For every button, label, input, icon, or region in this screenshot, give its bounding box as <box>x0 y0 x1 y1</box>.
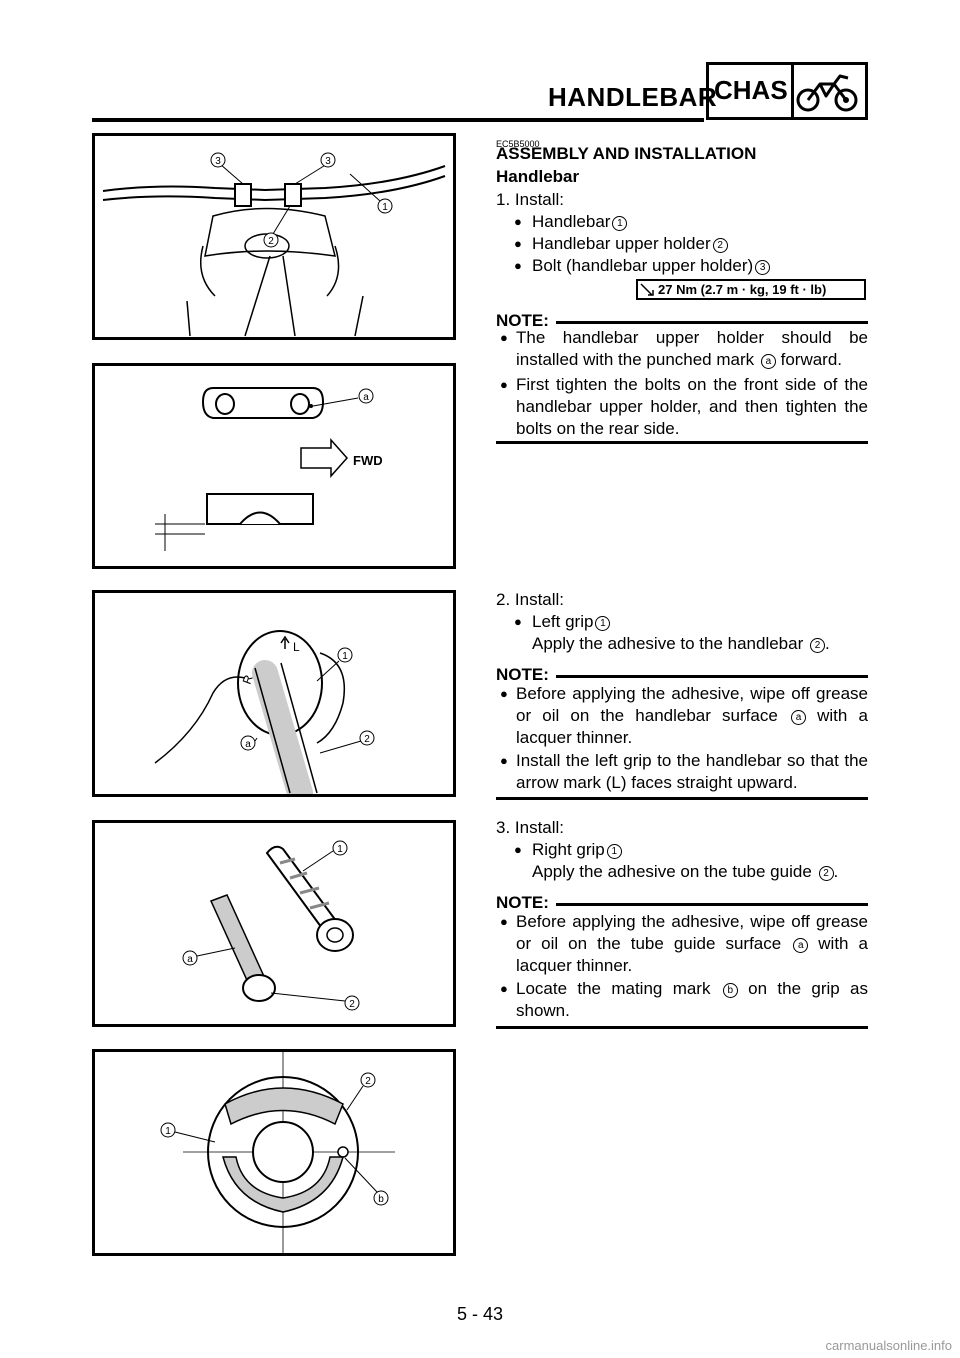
note2-item-1: ●Before applying the adhesive, wipe off … <box>500 684 868 747</box>
note-end-rule <box>496 797 868 800</box>
callout-3-left: 3 <box>215 156 221 167</box>
note-rule <box>556 903 868 906</box>
note3-item-1: ●Before applying the adhesive, wipe off … <box>500 912 868 975</box>
fwd-label: FWD <box>353 453 383 468</box>
note1-item-1: ●The handlebar upper holder should be in… <box>500 328 868 369</box>
grip-mark-L: L <box>293 640 300 654</box>
figure-handlebar: 3 3 1 2 <box>92 133 456 340</box>
note2-item-2: ●Install the left grip to the handlebar … <box>500 751 868 792</box>
page-title: HANDLEBAR <box>548 82 718 112</box>
note3-item-2: ●Locate the mating mark b on the grip as… <box>500 979 868 1020</box>
callout-1: 1 <box>337 844 343 855</box>
callout-1: 1 <box>342 651 348 662</box>
note-rule <box>556 321 868 324</box>
figure-grip-mating-mark: 2 1 b <box>92 1049 456 1256</box>
figure-right-grip: 1 a 2 <box>92 820 456 1027</box>
note2-label: NOTE: <box>496 665 549 684</box>
section-code: CHAS <box>714 75 788 105</box>
torque-wrench-icon <box>640 283 654 296</box>
step1-item-3: ●Bolt (handlebar upper holder)3 <box>514 255 868 277</box>
watermark: carmanualsonline.info <box>825 1338 952 1353</box>
callout-a: a <box>187 954 193 965</box>
step3-label: 3. Install: <box>496 818 565 837</box>
callout-1: 1 <box>382 202 388 213</box>
callout-b: b <box>378 1194 384 1205</box>
note1-label: NOTE: <box>496 311 549 330</box>
callout-3-right: 3 <box>325 156 331 167</box>
doc-code: EC5B5000 <box>496 139 540 149</box>
callout-2: 2 <box>364 734 370 745</box>
note-rule <box>556 675 868 678</box>
callout-1: 1 <box>165 1126 171 1137</box>
callout-2: 2 <box>349 999 355 1010</box>
figure-left-grip: L R 1 2 a <box>92 590 456 797</box>
page-number: 5 - 43 <box>456 1304 504 1324</box>
note1-item-2: ●First tighten the bolts on the front si… <box>500 375 868 438</box>
torque-spec: 27 Nm (2.7 m · kg, 19 ft · lb) <box>636 279 866 300</box>
motorcycle-icon <box>796 74 858 112</box>
subsection-title: Handlebar <box>496 167 580 186</box>
step1-label: 1. Install: <box>496 190 565 209</box>
callout-2: 2 <box>365 1076 371 1087</box>
note-end-rule <box>496 441 868 444</box>
callout-a: a <box>245 739 251 750</box>
note3-label: NOTE: <box>496 893 549 912</box>
section-title: ASSEMBLY AND INSTALLATION <box>496 144 757 163</box>
step2-instruction: Apply the adhesive to the handlebar 2. <box>532 634 830 653</box>
step2-label: 2. Install: <box>496 590 565 609</box>
step3-instruction: Apply the adhesive on the tube guide 2. <box>532 862 839 881</box>
note-end-rule <box>496 1026 868 1029</box>
callout-a: a <box>363 392 369 403</box>
callout-2: 2 <box>268 236 274 247</box>
section-badge <box>706 62 868 120</box>
figure-holder-fwd: a FWD <box>92 363 456 569</box>
header-rule <box>92 118 704 122</box>
